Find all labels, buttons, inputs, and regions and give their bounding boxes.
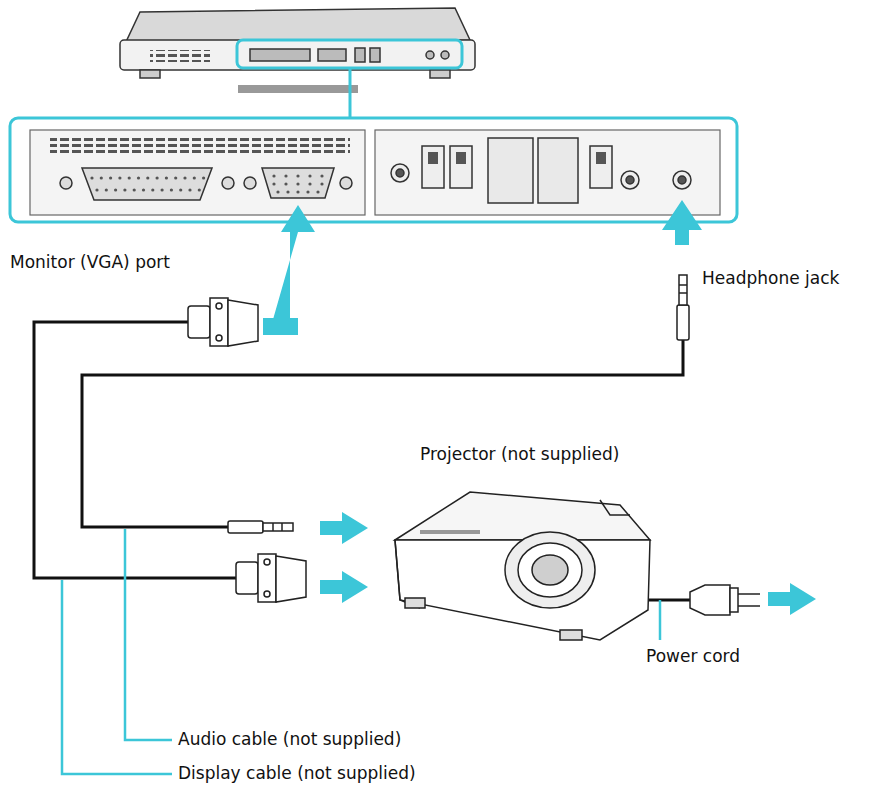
cable-label: Power cord (644, 646, 742, 666)
cable-label: Display cable (not supplied) (176, 763, 418, 783)
port-label: Monitor (VGA) port (8, 252, 172, 272)
device-label: Projector (not supplied) (418, 444, 621, 464)
cable-label: Audio cable (not supplied) (176, 729, 403, 749)
port-label: Headphone jack (700, 268, 841, 288)
